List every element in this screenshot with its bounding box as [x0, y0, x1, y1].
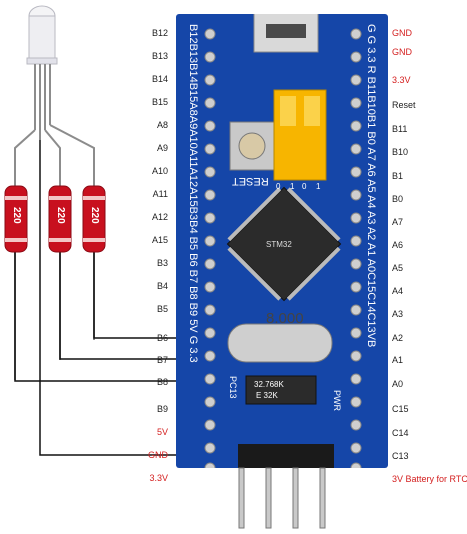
left-pin-label: GND — [148, 450, 168, 460]
rtc-crystal-sub: E 32K — [256, 391, 278, 400]
jumper-label-3: 0 — [302, 182, 307, 191]
left-pin-label: B6 — [156, 333, 168, 343]
right-pin-label: A4 — [392, 286, 404, 296]
rtc-crystal-label: 32.768K — [254, 380, 284, 389]
pwr-label: PWR — [332, 390, 342, 411]
right-pin-label: Reset — [392, 100, 416, 110]
right-pin-label: A6 — [392, 240, 404, 250]
blue-pill-board: B12B13B14B15A8A9A10A11A12A15B3B4 B5 B6 B… — [176, 14, 388, 468]
jumper-label-2: 1 — [290, 182, 295, 191]
resistor-3 — [82, 185, 106, 253]
left-pin-label: A8 — [156, 120, 168, 130]
left-pin-label: B7 — [156, 355, 168, 365]
right-pin-label: 3V Battery for RTC — [392, 474, 467, 484]
right-pin-label: GND — [392, 28, 412, 38]
left-pin-label: A10 — [151, 166, 168, 176]
resistor-1 — [4, 185, 28, 253]
left-pin-label: B9 — [156, 404, 168, 414]
jumper-label-1: 0 — [276, 182, 281, 191]
right-pin-label: C15 — [392, 404, 409, 414]
right-pin-label: A1 — [392, 355, 404, 365]
left-pin-label: 3.3V — [149, 473, 168, 483]
rgb-led — [26, 5, 58, 140]
left-pin-label: B5 — [156, 304, 168, 314]
right-pin-label: A2 — [392, 333, 404, 343]
left-pin-label: B14 — [151, 74, 168, 84]
left-pin-label: A15 — [151, 235, 168, 245]
left-pin-label: B15 — [151, 97, 168, 107]
left-pin-label: A11 — [152, 189, 168, 199]
right-pin-label: C13 — [392, 451, 409, 461]
left-pin-label: B3 — [156, 258, 168, 268]
right-pin-label: A0 — [392, 379, 404, 389]
right-silk-text: G G 3.3 R B11B10B1 B0 A7 A6 A5 A4 A3 A2 … — [365, 24, 377, 348]
left-silk-text: B12B13B14B15A8A9A10A11A12A15B3B4 B5 B6 B… — [187, 24, 199, 363]
jumper-label-4: 1 — [316, 182, 321, 191]
resistor-2-label: 220 — [55, 207, 66, 224]
right-pin-label: B11 — [392, 124, 408, 134]
left-pin-label: 5V — [156, 427, 168, 437]
right-pin-label: B0 — [392, 194, 404, 204]
left-pin-label: B8 — [156, 377, 168, 387]
right-pin-label: B1 — [392, 171, 404, 181]
left-pin-label: B12 — [151, 28, 168, 38]
left-pin-label: A12 — [151, 212, 168, 222]
right-pin-label: A5 — [392, 263, 404, 273]
right-pin-label: A7 — [392, 217, 404, 227]
resistor-1-label: 220 — [11, 207, 22, 224]
left-pin-label: B13 — [151, 51, 168, 61]
right-pin-label: 3.3V — [392, 75, 411, 85]
right-pin-label: C14 — [392, 428, 409, 438]
left-pin-label: A9 — [156, 143, 168, 153]
right-pin-label: GND — [392, 47, 412, 57]
mcu-chip-label: STM32 — [266, 240, 292, 249]
right-pin-label: A3 — [392, 309, 404, 319]
resistor-2 — [48, 185, 72, 253]
right-pin-label: B10 — [392, 147, 409, 157]
board-graphics — [204, 14, 362, 468]
crystal-label: 8.000 — [266, 310, 304, 327]
left-pin-label: B4 — [156, 281, 168, 291]
pc13-label: PC13 — [228, 376, 238, 399]
resistor-3-label: 220 — [89, 207, 100, 224]
reset-label: RESET — [232, 175, 269, 187]
